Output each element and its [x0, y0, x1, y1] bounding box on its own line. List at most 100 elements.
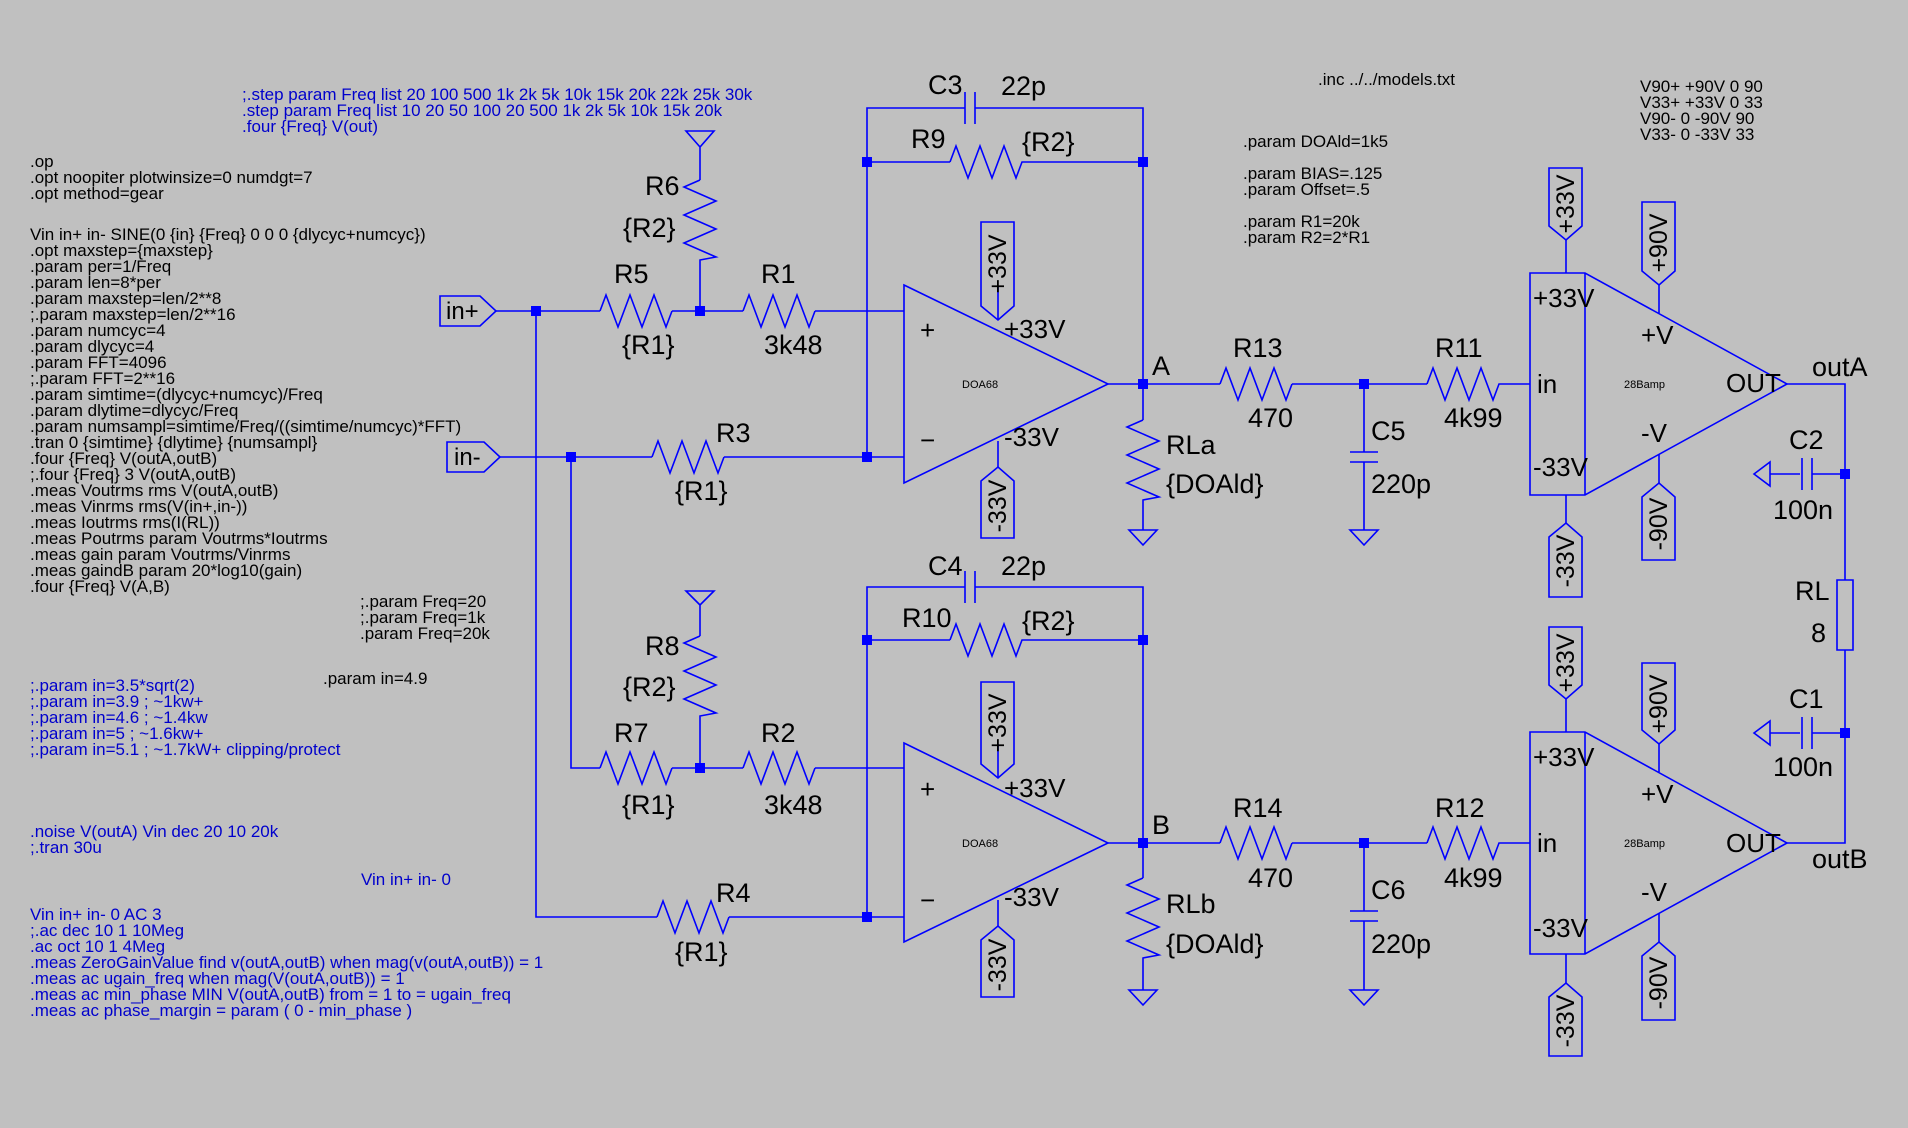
opamp-B-plus-sign: +: [920, 774, 936, 804]
label-R4-value: {R1}: [675, 937, 728, 967]
opamp-DOA68-A: [903, 283, 1110, 485]
wire-outA: [1770, 383, 1846, 580]
capacitor-C4: [950, 571, 990, 603]
resistor-R11: [1426, 365, 1530, 403]
flag-opamp-B-neg: [980, 924, 1015, 998]
directive-step[interactable]: ;.step param Freq list 20 100 500 1k 2k …: [242, 85, 753, 136]
flag-label-amp-A-neg90: -90V: [1645, 497, 1673, 551]
amp-B-model: 28Bamp: [1624, 838, 1665, 850]
directive-freq[interactable]: ;.param Freq=20;.param Freq=1k.param Fre…: [360, 592, 490, 643]
flag-amp-B-neg90: [1641, 940, 1676, 1021]
directive-main[interactable]: Vin in+ in- SINE(0 {in} {Freq} 0 0 0 {dl…: [30, 225, 462, 596]
label-C2-value: 100n: [1773, 495, 1834, 525]
flag-label-opamp-A-pos: +33V: [984, 234, 1012, 294]
resistor-R8: [682, 635, 719, 768]
amp-A-out-pin: OUT: [1726, 368, 1781, 398]
net-label-A: A: [1152, 351, 1171, 381]
label-RLb-name: RLb: [1166, 889, 1216, 919]
label-C6-value: 220p: [1371, 929, 1432, 959]
directive-params[interactable]: .param DOAld=1k5 .param BIAS=.125.param …: [1243, 132, 1389, 247]
flag-label-amp-B-neg33: -33V: [1552, 994, 1580, 1048]
resistor-R7: [599, 749, 673, 787]
wire-in-plus: [496, 310, 657, 918]
net-label-B: B: [1152, 810, 1171, 840]
flag-label-opamp-B-neg: -33V: [984, 938, 1012, 992]
opamp-A-plus-sign: +: [920, 315, 936, 345]
capacitor-C6: [1350, 910, 1378, 990]
label-RLb-value: {DOAld}: [1166, 929, 1264, 959]
ground-C2: [1752, 460, 1771, 488]
label-RLa-value: {DOAld}: [1166, 469, 1264, 499]
net-label-outB: outB: [1812, 844, 1868, 874]
capacitor-C5: [1350, 451, 1378, 530]
wire-opamp-A-out: [1108, 383, 1144, 420]
opamp-B-neg-pin: -33V: [1004, 882, 1059, 912]
label-R10-name: R10: [902, 603, 952, 633]
label-C5-name: C5: [1371, 416, 1406, 446]
amp-A-supply-wires: [1565, 240, 1660, 523]
label-R1-value: 3k48: [764, 330, 823, 360]
amp-B-neg33-pin: -33V: [1533, 913, 1588, 943]
directive-inc[interactable]: .inc ../../models.txt: [1318, 70, 1455, 89]
label-R7-value: {R1}: [622, 790, 675, 820]
wire-R13-C5: [1292, 383, 1427, 452]
opamp-A-minus-sign: −: [920, 425, 936, 455]
label-C2-name: C2: [1789, 425, 1824, 455]
label-C6-name: C6: [1371, 875, 1406, 905]
label-C4-value: 22p: [1001, 551, 1047, 581]
opamp-B-minus-sign: −: [920, 885, 936, 915]
amp-A-negV-pin: -V: [1641, 418, 1667, 448]
label-RL-value: 8: [1811, 618, 1827, 648]
label-R9-value: {R2}: [1022, 127, 1075, 157]
amp-B-in-pin: in: [1537, 828, 1558, 858]
flag-opamp-B-pos: [980, 681, 1015, 780]
label-C1-name: C1: [1789, 684, 1824, 714]
resistor-R12: [1426, 824, 1530, 862]
flag-amp-A-pos90: [1641, 201, 1676, 287]
ground-RLb: [1127, 989, 1159, 1007]
port-in-minus[interactable]: [446, 441, 502, 473]
label-R6-value: {R2}: [623, 213, 676, 243]
label-R14-value: 470: [1248, 863, 1294, 893]
ground-C6: [1348, 989, 1380, 1007]
resistor-R10: [949, 621, 1030, 659]
flag-amp-B-pos33: [1548, 626, 1583, 701]
resistor-R3: [651, 438, 725, 476]
label-R8-name: R8: [645, 631, 680, 661]
label-RLa-name: RLa: [1166, 430, 1216, 460]
wire-outB: [1770, 732, 1846, 844]
ground-R8-flag: [684, 590, 716, 636]
label-R4-name: R4: [716, 878, 751, 908]
flag-amp-A-neg33: [1548, 521, 1583, 598]
port-in-plus[interactable]: [439, 295, 498, 327]
wire-opamp-B-out: [1108, 842, 1144, 878]
resistor-R6: [682, 179, 719, 311]
amp-B-pos33-pin: +33V: [1533, 742, 1595, 772]
directive-op[interactable]: .op.opt noopiter plotwinsize=0 numdgt=7.…: [30, 152, 313, 203]
wire-R14-C6: [1292, 842, 1427, 911]
resistor-R4: [656, 898, 730, 936]
capacitor-C2: [1801, 458, 1813, 490]
label-R11-value: 4k99: [1444, 403, 1503, 433]
flag-label-amp-A-neg33: -33V: [1552, 534, 1580, 588]
opamp-B-pos-pin: +33V: [1004, 773, 1066, 803]
directive-ac[interactable]: Vin in+ in- 0 AC 3;.ac dec 10 1 10Meg.ac…: [30, 905, 544, 1020]
directive-input-level[interactable]: ;.param in=3.5*sqrt(2);.param in=3.9 ; ~…: [30, 676, 341, 759]
label-R12-name: R12: [1435, 793, 1485, 823]
label-R13-name: R13: [1233, 333, 1283, 363]
label-R2-value: 3k48: [764, 790, 823, 820]
label-C3-name: C3: [928, 70, 963, 100]
flag-opamp-A-neg: [980, 465, 1015, 539]
amp-B-supply-wires: [1565, 699, 1660, 983]
opamp-A-model: DOA68: [962, 379, 999, 391]
capacitor-C3: [950, 92, 990, 124]
label-RL-name: RL: [1795, 576, 1830, 606]
directive-noise[interactable]: .noise V(outA) Vin dec 20 10 20k;.tran 3…: [30, 822, 279, 857]
flag-label-opamp-A-neg: -33V: [984, 479, 1012, 533]
label-C1-value: 100n: [1773, 752, 1834, 782]
resistor-R14: [1219, 824, 1293, 862]
directive-vin-ac[interactable]: Vin in+ in- 0: [361, 870, 451, 889]
directive-in-param[interactable]: .param in=4.9: [323, 669, 428, 688]
amp-A-posV-pin: +V: [1641, 320, 1674, 350]
